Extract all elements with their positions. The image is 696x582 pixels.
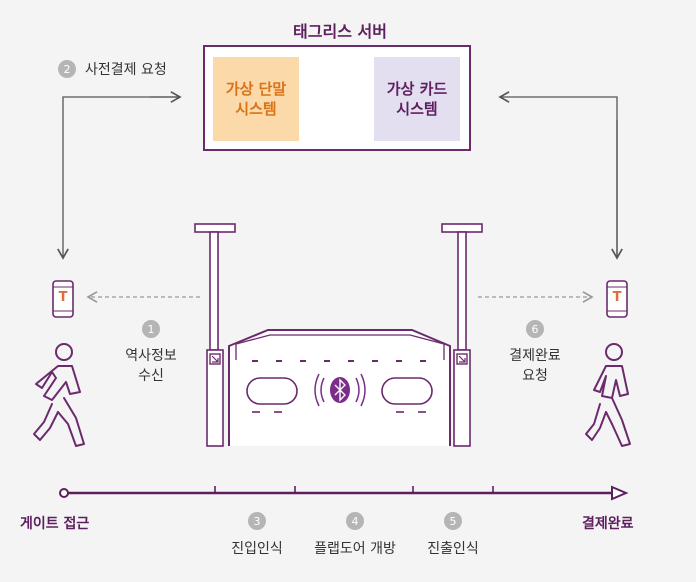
step-2-label: 사전결제 요청 <box>85 62 167 78</box>
step-6-badge: 6 <box>526 320 544 338</box>
arrow-server-to-left-phone <box>57 96 179 260</box>
step-6-label: 결제완료 요청 <box>509 348 561 384</box>
left-walking-person-icon <box>33 343 85 447</box>
bluetooth-icon <box>314 373 366 407</box>
left-phone-logo: T <box>58 290 68 305</box>
step-5-badge: 5 <box>444 512 462 530</box>
right-walking-person-icon <box>585 343 631 447</box>
step-2-badge: 2 <box>58 60 76 78</box>
virtual-card-system-label: 가상 카드 시스템 <box>386 80 448 118</box>
step-3-badge: 3 <box>248 512 266 530</box>
step-4-label: 플랩도어 개방 <box>314 541 396 557</box>
arrow-right-phone-to-server <box>498 91 618 258</box>
virtual-card-system: 가상 카드 시스템 <box>374 57 460 141</box>
step-3-label: 진입인식 <box>231 541 283 557</box>
virtual-terminal-system: 가상 단말 시스템 <box>213 57 299 141</box>
left-gate-pole <box>194 223 236 447</box>
right-phone-logo: T <box>612 290 622 305</box>
timeline <box>59 485 629 501</box>
server-title: 태그리스 서버 <box>293 22 387 41</box>
step-4-badge: 4 <box>346 512 364 530</box>
left-phone-icon <box>52 280 74 318</box>
step-1-badge: 1 <box>142 320 160 338</box>
right-gate-pole <box>441 223 483 447</box>
step-1-label: 역사정보 수신 <box>125 348 177 384</box>
timeline-end-label: 결제완료 <box>582 516 634 532</box>
step-5-label: 진출인식 <box>427 541 479 557</box>
timeline-start-label: 게이트 접근 <box>20 516 90 532</box>
right-phone-icon <box>606 280 628 318</box>
virtual-terminal-system-label: 가상 단말 시스템 <box>225 80 287 118</box>
